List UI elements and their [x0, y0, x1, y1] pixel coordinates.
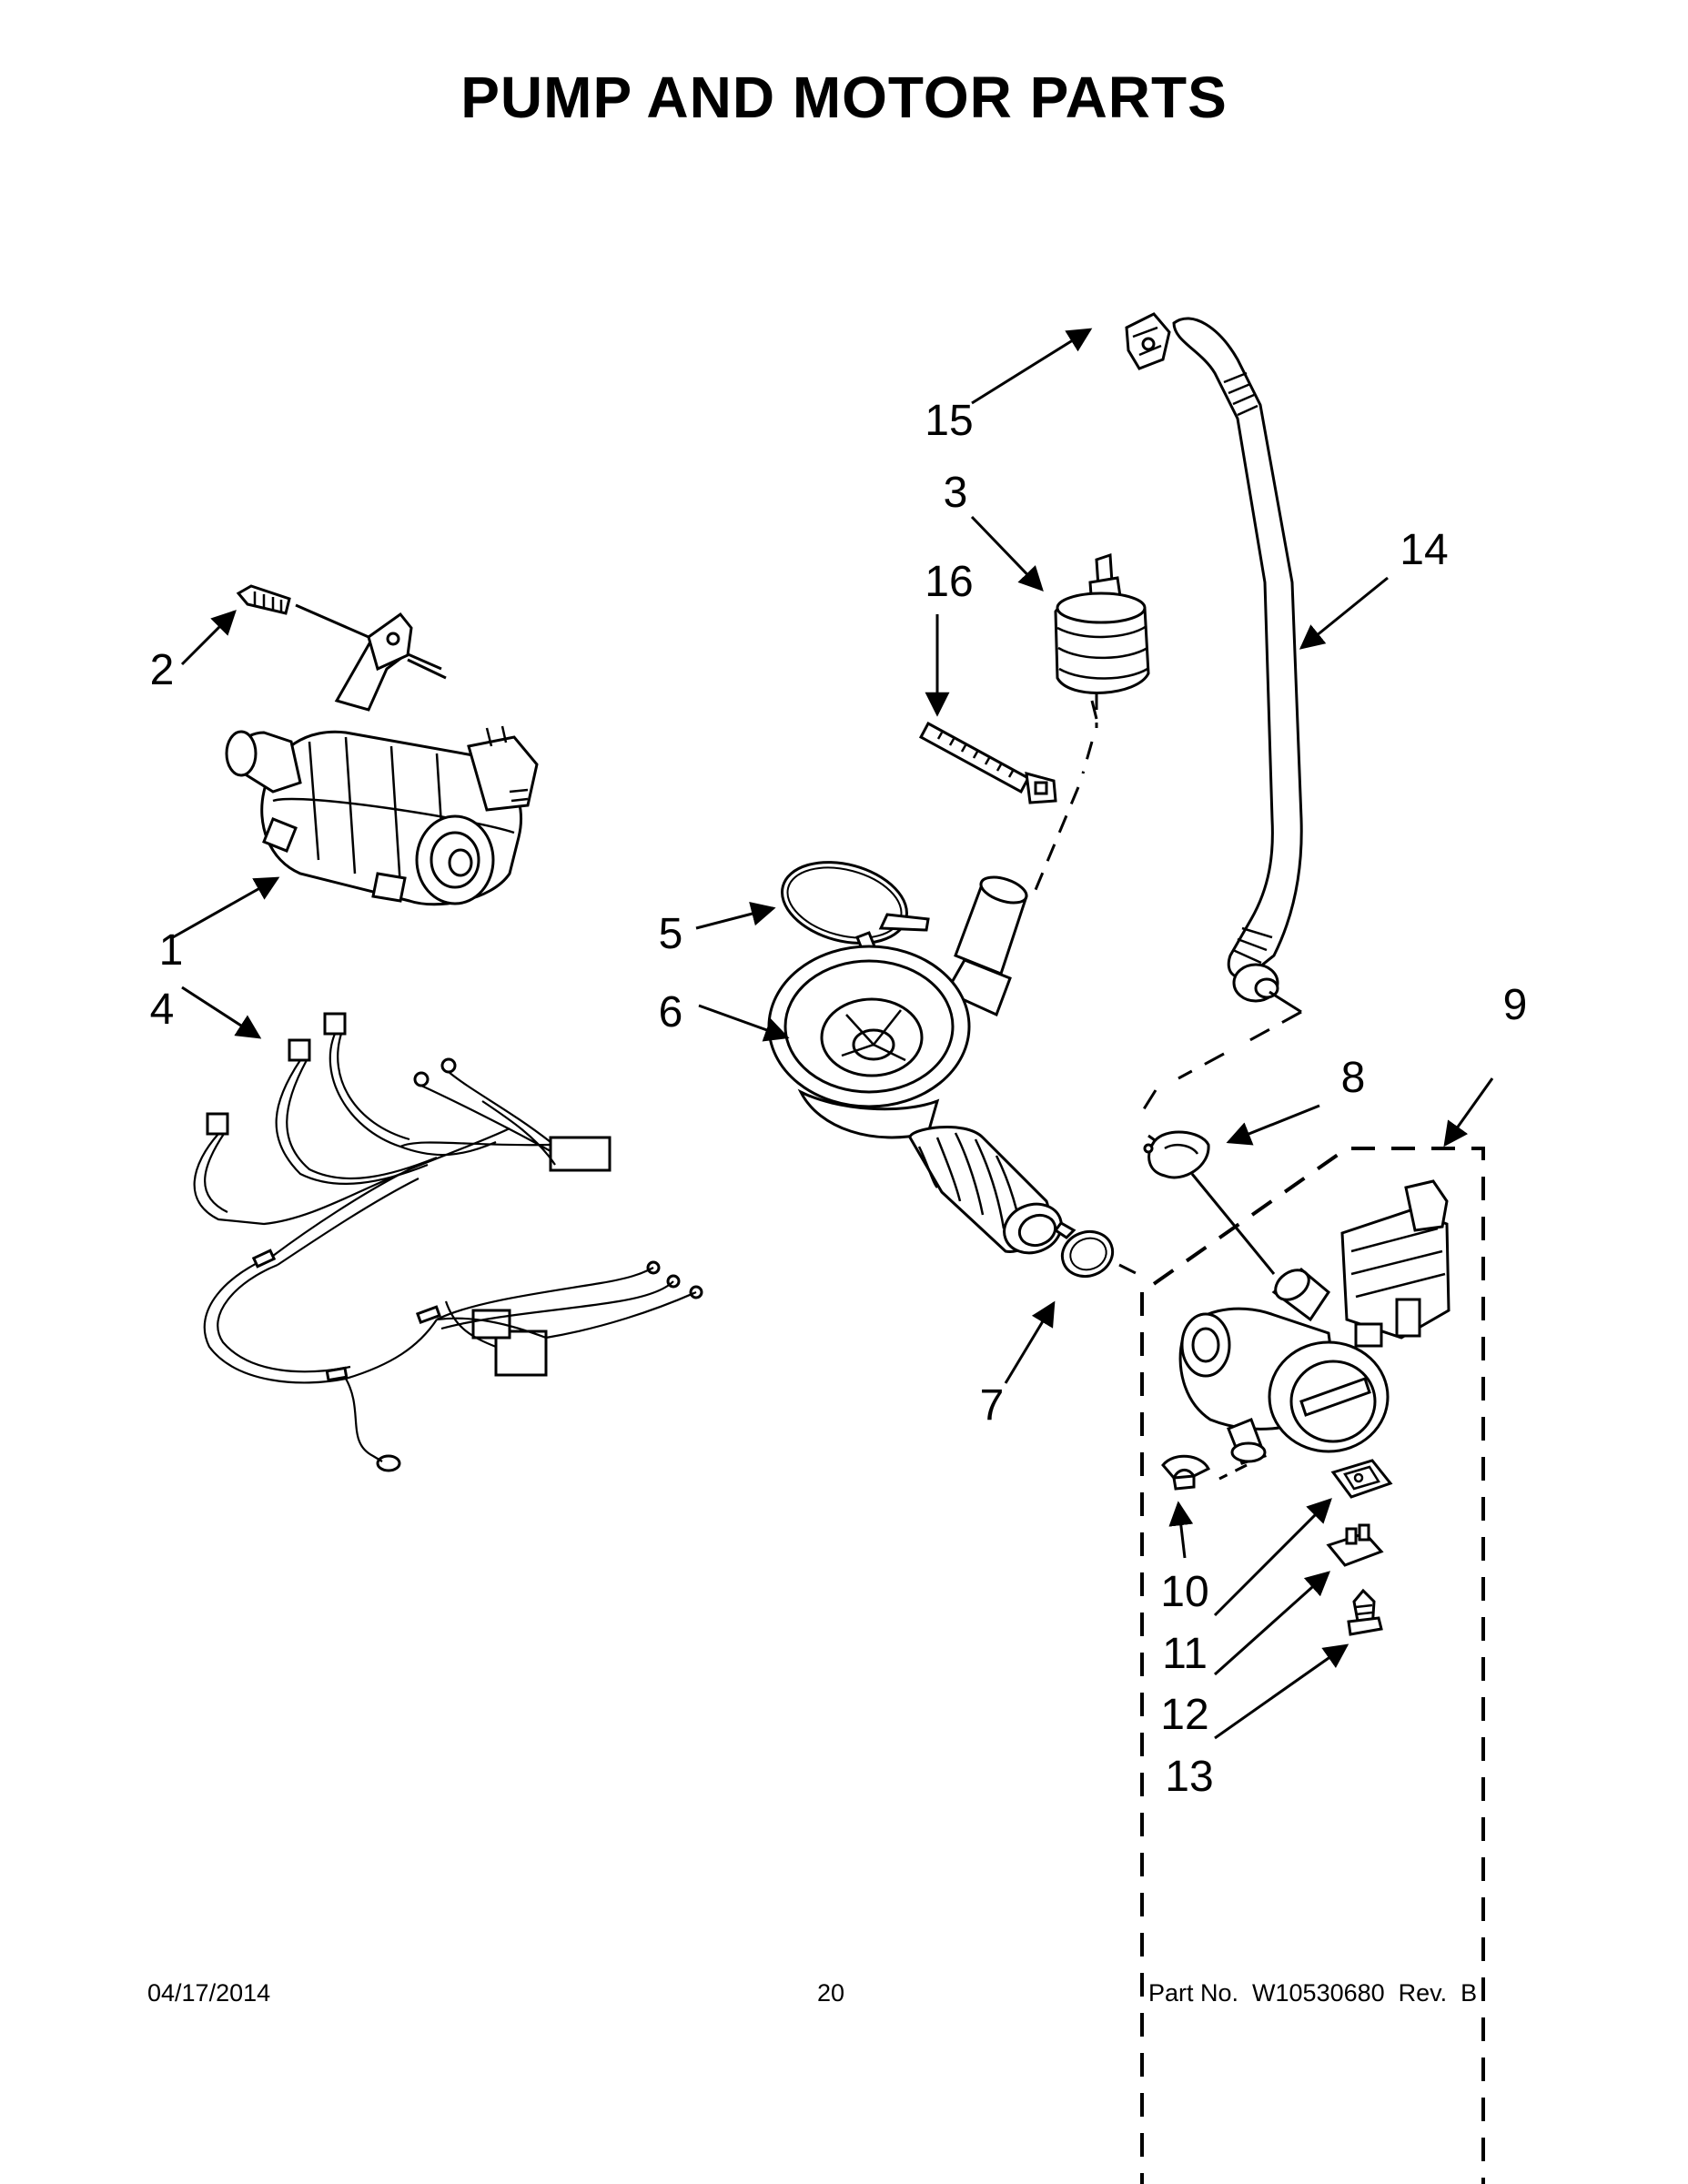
footer-page-number: 20 — [817, 1979, 845, 2007]
arrow-12 — [1213, 1571, 1331, 1676]
callout-16: 16 — [925, 558, 973, 606]
arrow-7 — [1004, 1300, 1056, 1384]
wire-harness-part-4 — [193, 1012, 703, 1472]
leader-arrows — [172, 328, 1494, 1740]
callout-4: 4 — [150, 986, 175, 1034]
sump-part-6 — [767, 875, 1063, 1255]
pad-part-11 — [1330, 1459, 1393, 1499]
hose-clip-part-15 — [1125, 312, 1171, 370]
arrow-6 — [698, 1004, 790, 1042]
arrow-15 — [971, 328, 1093, 405]
page-title: PUMP AND MOTOR PARTS — [460, 65, 1228, 130]
arrow-14 — [1299, 576, 1389, 650]
callout-5: 5 — [659, 910, 683, 958]
valve-part-3 — [1054, 552, 1150, 720]
arrow-13 — [1214, 1643, 1349, 1740]
callout-6: 6 — [659, 988, 683, 1036]
footer-part-number: Part No. W10530680 Rev. B — [1148, 1979, 1478, 2007]
clamp-part-5 — [781, 861, 930, 962]
arrow-1 — [172, 876, 280, 939]
callout-15: 15 — [925, 397, 973, 445]
bracket-part-12 — [1326, 1523, 1384, 1567]
clip-part-10 — [1161, 1454, 1211, 1491]
arrow-9 — [1443, 1077, 1494, 1148]
footer-date: 04/17/2014 — [147, 1979, 271, 2007]
callout-8: 8 — [1341, 1054, 1366, 1102]
arrow-5 — [695, 902, 776, 930]
motor-part-1 — [225, 612, 539, 906]
screw-part-13 — [1347, 1588, 1383, 1636]
callout-14: 14 — [1400, 526, 1448, 574]
callout-labels: 1 2 3 4 5 6 7 8 9 10 11 12 13 14 15 16 — [150, 397, 1528, 1801]
cable-tie-part-16 — [918, 721, 1057, 804]
arrow-4 — [181, 986, 262, 1039]
arrow-11 — [1213, 1498, 1332, 1617]
callout-1: 1 — [159, 926, 184, 975]
hose-part-14 — [1172, 317, 1303, 1014]
pump-part-9 — [1178, 1179, 1450, 1465]
callout-10: 10 — [1160, 1568, 1208, 1616]
arrow-8 — [1226, 1104, 1320, 1146]
arrow-3 — [970, 515, 1044, 592]
clamp-part-7 — [1053, 1221, 1115, 1279]
arrow-10 — [1168, 1501, 1194, 1559]
callout-2: 2 — [150, 646, 175, 694]
callout-9: 9 — [1503, 981, 1528, 1029]
arrow-2 — [180, 610, 237, 666]
callout-12: 12 — [1160, 1691, 1208, 1739]
callout-7: 7 — [980, 1381, 1005, 1430]
callout-3: 3 — [944, 469, 968, 517]
callout-11: 11 — [1162, 1630, 1208, 1678]
clip-part-8 — [1143, 1130, 1210, 1179]
callout-13: 13 — [1165, 1753, 1213, 1801]
pump-assembly-box-part-9 — [1140, 1147, 1485, 2184]
